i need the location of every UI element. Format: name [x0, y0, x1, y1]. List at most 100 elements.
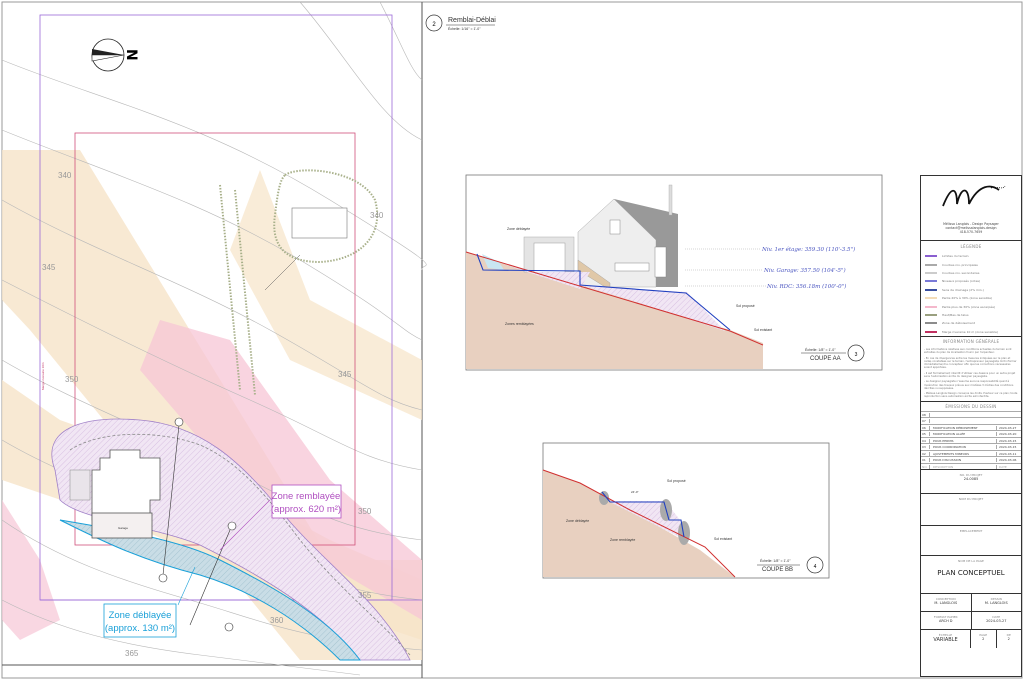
- project-no-label: NO. DU PROJET: [959, 473, 983, 478]
- conception: M. LANGLOIS: [934, 601, 958, 606]
- svg-text:Sol existant: Sol existant: [714, 537, 732, 541]
- clearing-zone: [273, 169, 379, 264]
- page-name: PLAN CONCEPTUEL: [937, 569, 1005, 578]
- svg-text:COUPE AA: COUPE AA: [810, 356, 841, 362]
- svg-text:N: N: [123, 49, 139, 61]
- contour-labels: 340 345 345 350 350 355 360 365 340: [42, 171, 384, 658]
- svg-text:Échelle: 1/16" = 1'-0": Échelle: 1/16" = 1'-0": [448, 26, 481, 31]
- svg-text:350: 350: [358, 507, 372, 516]
- legend-item: Niveaux proposés (cotes): [921, 277, 1021, 285]
- legend-item: Limites du terrain: [921, 252, 1021, 260]
- svg-text:24'-0": 24'-0": [631, 490, 639, 494]
- general-info: - Les informations relatives aux conditi…: [921, 348, 1021, 399]
- svg-text:COUPE BB: COUPE BB: [762, 567, 793, 573]
- svg-text:(approx. 130 m²): (approx. 130 m²): [105, 623, 175, 634]
- svg-text:Zone remblayée: Zone remblayée: [272, 491, 341, 502]
- svg-text:Sol proposé: Sol proposé: [736, 304, 755, 308]
- legend-swatch-icon: [925, 297, 937, 300]
- legend-swatch-icon: [925, 305, 937, 308]
- section-aa: Niv. 1er étage: 359.30 (110'-3.5") Niv. …: [465, 174, 883, 371]
- svg-text:Niv. Garage: 357.50 (104'-5"): Niv. Garage: 357.50 (104'-5"): [763, 267, 846, 274]
- page-total: 2: [1007, 637, 1010, 642]
- legend-item: Courbes niv. secondaires: [921, 269, 1021, 277]
- legend-swatch-icon: [925, 288, 937, 291]
- svg-text:Remblai-Déblai: Remblai-Déblai: [448, 17, 496, 24]
- legend-item: Courbes niv. principales: [921, 260, 1021, 268]
- svg-text:Zone déblayée: Zone déblayée: [507, 227, 530, 231]
- legend-item: Pente 20% à 30% (zone sensible): [921, 294, 1021, 302]
- emission-row: 07: [921, 417, 1021, 424]
- company-name: Mélissa Langlois - Design Paysager: [943, 222, 999, 226]
- legend-swatch-icon: [925, 280, 937, 283]
- north-arrow-icon: [91, 38, 125, 72]
- legend-item: Sens de drainage (2% min.): [921, 286, 1021, 294]
- legend-swatch-icon: [925, 322, 937, 325]
- info-paragraph: - Les informations relatives aux conditi…: [924, 347, 1012, 355]
- house-elevation: [523, 184, 678, 291]
- info-paragraph: - Mélissa Langlois Design conserve les d…: [924, 392, 1018, 399]
- emission-row: 08: [921, 410, 1021, 418]
- svg-text:Niv. 1er étage: 359.30 (110'-3: Niv. 1er étage: 359.30 (110'-3.5"): [761, 246, 855, 253]
- legend-item: Zone de déboisement: [921, 319, 1021, 327]
- project-name-label: NOM DU PROJET: [958, 497, 984, 502]
- legend-item: Marge riveraine 10 m (zone sensible): [921, 328, 1021, 336]
- svg-text:Sol existant: Sol existant: [754, 328, 772, 332]
- svg-text:345: 345: [42, 263, 56, 272]
- legend-item: Pente plus de 30% (zone escarpée): [921, 302, 1021, 310]
- zone-remblayee-callout: [271, 484, 342, 519]
- cut-zone: [59, 519, 362, 661]
- page-number: 2: [982, 637, 985, 642]
- svg-text:Échelle: 1/8" = 1'-0": Échelle: 1/8" = 1'-0": [805, 347, 836, 352]
- existing-grade-line: [465, 251, 764, 346]
- svg-text:Marge riveraine 10m: Marge riveraine 10m: [41, 362, 45, 390]
- info-paragraph: - Il est formellement interdit d'utilise…: [924, 371, 1016, 378]
- site-plan: N 340 345 345 350 350 355 360 365 340 Ga…: [1, 1, 427, 676]
- info-title: INFORMATION GÉNÉRALE: [921, 335, 1021, 346]
- paper-format: ARCH D: [938, 619, 953, 624]
- title-block: Mélissa Langlois - Design Paysager conta…: [920, 175, 1022, 677]
- svg-text:355: 355: [358, 591, 372, 600]
- driveway: [69, 433, 411, 656]
- svg-text:(approx. 620 m²): (approx. 620 m²): [271, 504, 341, 515]
- svg-text:Garage: Garage: [118, 526, 128, 530]
- info-paragraph: - En cas de divergences entre les mesure…: [924, 356, 1017, 370]
- svg-text:350: 350: [65, 375, 79, 384]
- legend-item: Haut/Bas de talus: [921, 311, 1021, 319]
- svg-text:360: 360: [270, 616, 284, 625]
- svg-text:Sol proposé: Sol proposé: [667, 479, 686, 483]
- info-paragraph: - Le designer paysagiste n'assume aucune…: [924, 380, 1014, 390]
- company-block: Mélissa Langlois - Design Paysager conta…: [921, 176, 1021, 240]
- svg-text:Niv. RDC: 356.18m (100'-0"): Niv. RDC: 356.18m (100'-0"): [766, 283, 846, 290]
- svg-text:Zones remblayées: Zones remblayées: [505, 322, 534, 326]
- proposed-grade-line: [476, 253, 731, 331]
- company-phone: 418-570-7659: [959, 230, 983, 234]
- page-name-label: NOM DE LA PAGE: [958, 559, 984, 564]
- drawn-by: M. LANGLOIS: [984, 601, 1008, 606]
- legend-swatch-icon: [925, 255, 937, 258]
- septic-field: [291, 207, 348, 239]
- zone-deblayee-callout: [103, 603, 177, 638]
- legend-title: LÉGENDE: [921, 240, 1021, 252]
- project-no: 24-0085: [963, 477, 979, 482]
- company-email[interactable]: contact@melissalanglois.design: [945, 226, 997, 230]
- section-line-aa: [162, 424, 180, 576]
- legend-swatch-icon: [925, 263, 937, 266]
- section-bb: 24'-0" Sol proposé Zone déblayée Zone re…: [542, 442, 830, 579]
- legend-swatch-icon: [925, 330, 937, 333]
- svg-text:340: 340: [58, 171, 72, 180]
- svg-text:Échelle: 1/8" = 1'-0": Échelle: 1/8" = 1'-0": [760, 558, 791, 563]
- svg-text:3: 3: [855, 352, 858, 358]
- emissions-title: ÉMISSIONS DU DESSIN: [921, 400, 1021, 411]
- section-line-bb: [189, 529, 231, 626]
- svg-text:345: 345: [338, 370, 352, 379]
